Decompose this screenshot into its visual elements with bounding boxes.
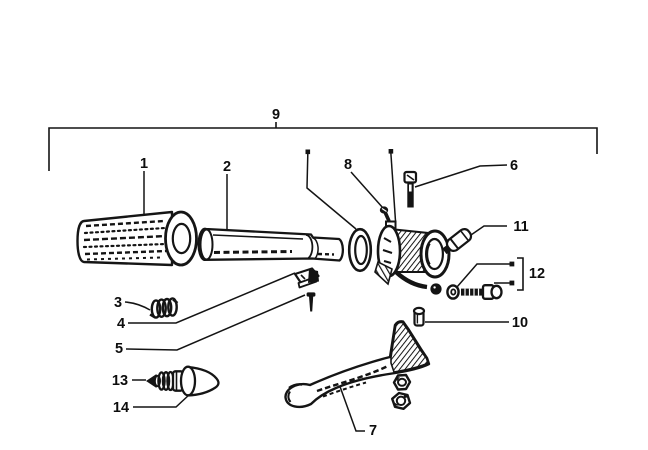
hex-nut [392,373,412,391]
bolt-12 [461,284,503,300]
callout-8: 8 [344,157,352,173]
lever-housing [374,220,451,295]
bolt-6 [403,170,418,208]
lock-nut [391,391,412,410]
pin-5 [306,292,316,312]
bolt-slot [406,174,415,181]
grip-flange-bore [171,222,192,255]
assembly-bracket-9 [48,122,598,171]
spring-3 [149,297,179,319]
tube-open-end [199,228,214,261]
callout-11: 11 [513,219,528,235]
callout-2: 2 [223,159,231,175]
leader-lines [124,164,509,432]
direction-arrow-housing [388,149,397,222]
housing-lower-lug [374,260,393,286]
adjuster-screw-13 [146,370,185,392]
callout-labels: 1 2 3 4 5 6 7 8 9 10 11 12 13 14 [112,107,545,439]
housing-cable-arm [394,270,428,290]
pivot-pin-10 [412,306,426,327]
direction-arrow-oring [305,149,357,230]
leader-line-6 [414,164,508,188]
cone-cover-14 [179,365,220,397]
lever-texture [316,364,389,393]
lever-ball-detail [287,390,292,403]
brake-lever-7 [284,320,431,409]
callout-5: 5 [115,341,123,357]
bolt-threads [464,288,480,296]
handlebar-grip [76,210,198,267]
leader-line-3 [124,301,151,311]
throttle-tube [197,227,345,262]
callout-6: 6 [510,158,518,174]
tube-texture [213,250,293,254]
group-bracket-12 [456,257,524,291]
callout-13: 13 [112,373,128,389]
cable-clamp-4 [293,267,320,289]
callout-7: 7 [369,423,377,439]
callout-1: 1 [140,156,148,172]
o-ring [347,227,373,273]
bolt-head [490,284,503,300]
callout-9: 9 [272,107,280,123]
callout-3: 3 [114,295,122,311]
callout-12: 12 [529,266,545,282]
cable-adjuster-11 [442,227,473,255]
washer-12 [446,284,460,300]
leader-line-14 [133,393,191,408]
callout-10: 10 [512,315,528,331]
cable-end-knob [430,283,442,295]
lever-pivot-boss [390,321,429,373]
tube-sleeve-joint [305,234,314,259]
callout-14: 14 [113,400,129,416]
leader-line-7 [337,380,365,432]
leader-line-4 [128,272,296,324]
screw-8 [379,206,391,222]
callout-4: 4 [117,316,125,332]
leader-line-5 [125,294,306,351]
leader-line-8 [350,171,384,209]
grip-knurl-texture [82,219,168,261]
